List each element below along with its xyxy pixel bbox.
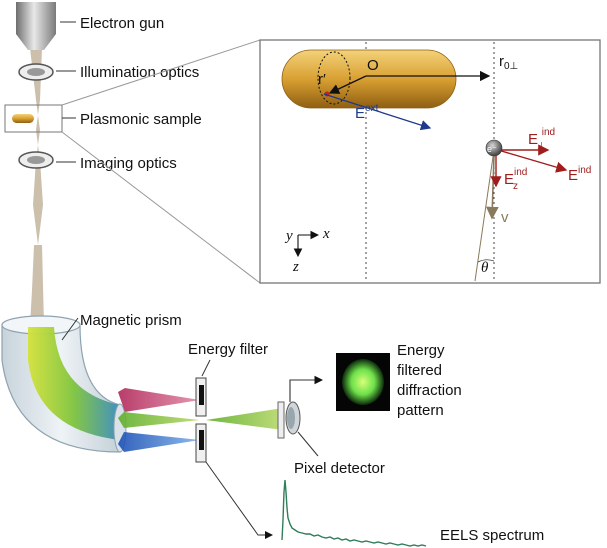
imaging-lens-icon <box>18 151 54 169</box>
inset-electron-label: e⁻ <box>487 144 497 154</box>
dispersed-beams <box>118 388 200 452</box>
label-eels-spectrum: EELS spectrum <box>440 527 544 544</box>
filter-to-spectrum-arrow <box>205 461 273 539</box>
prism-leader-line <box>61 317 79 341</box>
r-prime-arrow <box>328 75 367 94</box>
detector-to-pattern-arrow <box>289 375 324 402</box>
inset-connector-lines <box>61 39 261 284</box>
label-energy-filtered-3: diffraction <box>397 382 462 399</box>
magnetic-prism <box>1 315 127 453</box>
label-imaging-optics: Imaging optics <box>80 155 177 172</box>
inset-r0-label: r0⊥ <box>499 53 518 72</box>
inset-panel <box>259 39 601 284</box>
label-illumination-optics: Illumination optics <box>80 64 199 81</box>
inset-origin-label: O <box>367 57 379 74</box>
label-magnetic-prism: Magnetic prism <box>80 312 182 329</box>
inset-e-ind-label: Eind <box>568 165 591 184</box>
label-energy-filtered-1: Energy <box>397 342 445 359</box>
filtered-beam <box>206 408 283 430</box>
label-energy-filter: Energy filter <box>188 341 268 358</box>
e-ext-arrow <box>323 93 432 131</box>
inset-velocity-label: v <box>501 209 509 226</box>
electron-trajectory <box>474 149 495 282</box>
column-leader-lines <box>56 21 76 163</box>
label-energy-filtered-4: pattern <box>397 402 444 419</box>
energy-filter-slit <box>195 377 207 463</box>
label-energy-filtered-2: filtered <box>397 362 442 379</box>
electron-beam <box>30 48 44 325</box>
inset-theta-label: θ <box>481 260 489 276</box>
axis-z-label: z <box>292 259 299 275</box>
diffraction-pattern-image <box>336 353 390 411</box>
label-plasmonic-sample: Plasmonic sample <box>80 111 202 128</box>
sample-box <box>4 104 63 133</box>
inset-e-z-label: Ezind <box>504 167 527 192</box>
eels-spectrum-trace <box>281 479 427 547</box>
label-electron-gun: Electron gun <box>80 15 164 32</box>
filter-leader-line <box>201 359 211 377</box>
label-pixel-detector: Pixel detector <box>294 460 385 477</box>
illumination-lens-icon <box>18 63 54 81</box>
axis-y-label: y <box>284 228 293 244</box>
detector-leader-line <box>297 431 319 457</box>
electron-icon <box>485 139 503 157</box>
pixel-detector-icon <box>277 401 301 439</box>
electron-gun <box>16 2 56 50</box>
e-ind-arrow <box>497 149 568 173</box>
inset-r-prime-label: r′ <box>318 71 326 88</box>
inset-e-ext-label: Eext <box>355 103 379 122</box>
axis-x-label: x <box>322 226 330 242</box>
coordinate-axes <box>293 230 320 258</box>
inset-e-perp-label: E⊥ind <box>528 127 555 152</box>
